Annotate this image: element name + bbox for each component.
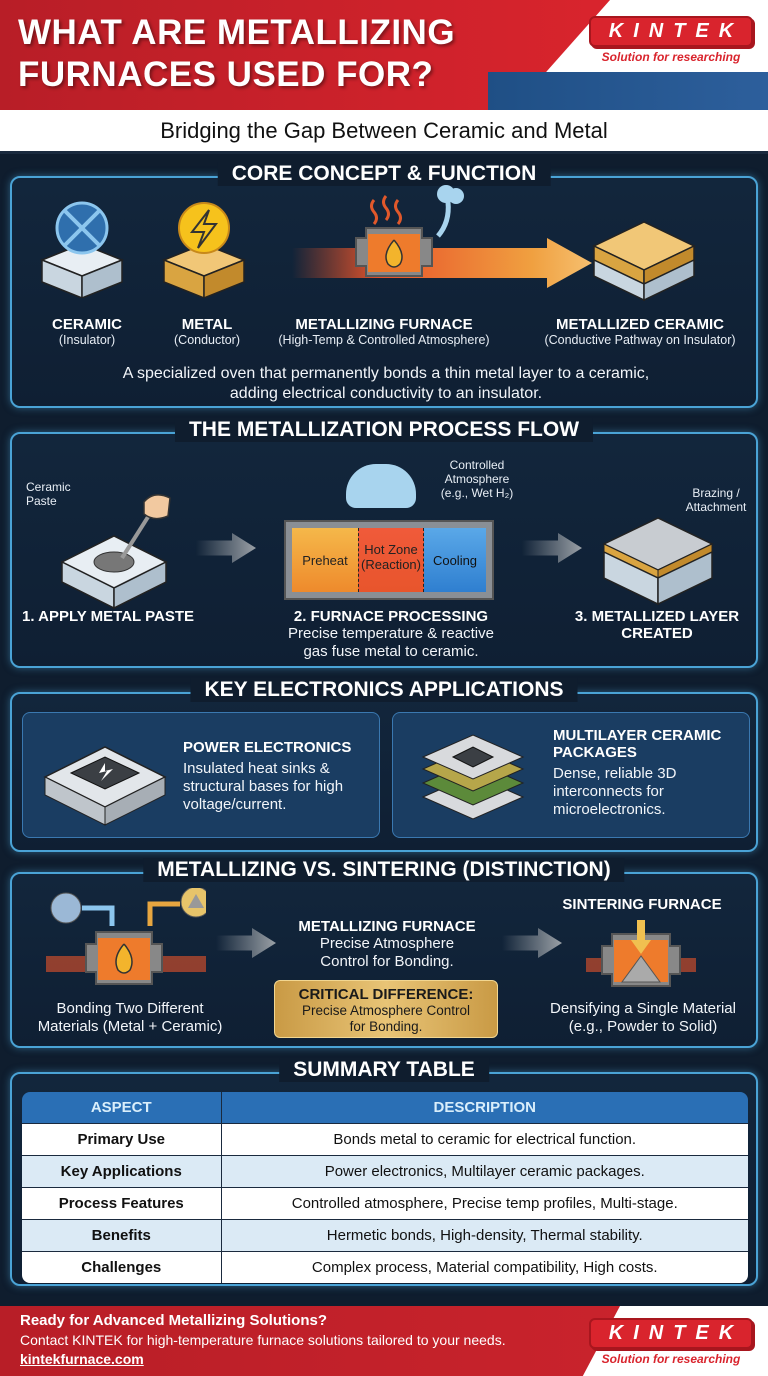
footer-text: Contact KINTEK for high-temperature furn… [20, 1332, 506, 1348]
table-header-row: ASPECT DESCRIPTION [22, 1092, 748, 1123]
header-blue-band [488, 72, 768, 110]
sintering-furnace-icon [586, 920, 696, 1000]
furnace-flame-icon [344, 190, 444, 298]
heatsink-chip-icon [41, 729, 171, 829]
step-2: 2. FURNACE PROCESSING Precise temperatur… [288, 608, 494, 660]
atmosphere-callout: Controlled Atmosphere (e.g., Wet H₂) [440, 458, 514, 500]
section-title: SUMMARY TABLE [279, 1058, 489, 1082]
core-item-furnace: METALLIZING FURNACE (High-Temp & Control… [278, 316, 490, 347]
footer-red-band [0, 1306, 620, 1376]
flow-arrow-icon [522, 533, 582, 563]
summary-section: SUMMARY TABLE ASPECT DESCRIPTION Primary… [10, 1058, 758, 1286]
footer-headline: Ready for Advanced Metallizing Solutions… [20, 1312, 327, 1329]
kintek-logo[interactable]: KINTEK Solution for researching [586, 16, 756, 64]
apply-paste-icon [52, 484, 182, 614]
power-electronics-text: POWER ELECTRONICS Insulated heat sinks &… [183, 739, 352, 813]
metallized-layer-icon [598, 494, 718, 614]
column-header: DESCRIPTION [221, 1092, 748, 1123]
sintering-caption: Densifying a Single Material (e.g., Powd… [550, 1000, 736, 1035]
ceramic-block-icon [32, 198, 132, 300]
core-item-metallized: METALLIZED CERAMIC (Conductive Pathway o… [544, 316, 736, 347]
core-item-metal: METAL (Conductor) [174, 316, 240, 347]
compare-arrow-icon [216, 928, 276, 958]
brazing-callout: Brazing / Attachment [685, 486, 747, 514]
page-subtitle: Bridging the Gap Between Ceramic and Met… [160, 117, 608, 143]
bonding-furnace-icon [46, 886, 212, 998]
core-item-ceramic: CERAMIC (Insulator) [52, 316, 122, 347]
multilayer-text: MULTILAYER CERAMIC PACKAGES Dense, relia… [553, 727, 722, 818]
card-multilayer-packages: MULTILAYER CERAMIC PACKAGES Dense, relia… [392, 712, 750, 838]
step-3-label: 3. METALLIZED LAYER CREATED [574, 608, 740, 642]
critical-difference-badge: CRITICAL DIFFERENCE: Precise Atmosphere … [274, 980, 498, 1038]
footer-link[interactable]: kintekfurnace.com [20, 1351, 144, 1367]
atmosphere-cloud-icon [432, 182, 466, 242]
multilayer-package-icon [413, 725, 533, 833]
section-title: KEY ELECTRONICS APPLICATIONS [190, 678, 578, 702]
process-flow-section: THE METALLIZATION PROCESS FLOW Ceramic P… [10, 418, 758, 668]
header-banner: WHAT ARE METALLIZING FURNACES USED FOR? … [0, 0, 768, 110]
zone-preheat: Preheat [292, 528, 358, 592]
atmosphere-cloud-icon [346, 464, 416, 508]
logo-tagline: Solution for researching [601, 50, 741, 64]
logo-tagline: Solution for researching [601, 1352, 741, 1366]
section-title: THE METALLIZATION PROCESS FLOW [174, 418, 594, 442]
subtitle-bar: Bridging the Gap Between Ceramic and Met… [0, 110, 768, 154]
column-header: ASPECT [22, 1092, 222, 1123]
step-1-label: 1. APPLY METAL PASTE [22, 608, 194, 625]
zone-hot: Hot Zone (Reaction) [358, 528, 424, 592]
layered-block-icon [584, 200, 704, 304]
section-title: CORE CONCEPT & FUNCTION [217, 162, 551, 186]
flow-arrow-icon [196, 533, 256, 563]
applications-section: KEY ELECTRONICS APPLICATIONS POWER ELECT… [10, 678, 758, 852]
metal-block-icon [154, 198, 254, 300]
distinction-section: METALLIZING VS. SINTERING (DISTINCTION) … [10, 858, 758, 1048]
compare-arrow-icon [502, 928, 562, 958]
core-description: A specialized oven that permanently bond… [122, 365, 650, 402]
logo-wordmark: KINTEK [588, 1318, 754, 1349]
footer-banner: Ready for Advanced Metallizing Solutions… [0, 1306, 768, 1376]
bonding-caption: Bonding Two Different Materials (Metal +… [37, 1000, 223, 1035]
paste-callout: Ceramic Paste [26, 480, 71, 508]
section-title: METALLIZING VS. SINTERING (DISTINCTION) [143, 858, 625, 882]
metallizing-furnace-summary: METALLIZING FURNACE Precise Atmosphere C… [298, 918, 476, 970]
page-title: WHAT ARE METALLIZING FURNACES USED FOR? [18, 13, 456, 94]
zone-cooling: Cooling [424, 528, 486, 592]
logo-wordmark: KINTEK [588, 16, 754, 47]
core-concept-section: CORE CONCEPT & FUNCTION [10, 162, 758, 408]
sintering-title: SINTERING FURNACE [562, 896, 722, 913]
card-power-electronics: POWER ELECTRONICS Insulated heat sinks &… [22, 712, 380, 838]
furnace-zones-diagram: Preheat Hot Zone (Reaction) Cooling [274, 464, 504, 614]
footer-kintek-logo[interactable]: KINTEK Solution for researching [586, 1318, 756, 1366]
